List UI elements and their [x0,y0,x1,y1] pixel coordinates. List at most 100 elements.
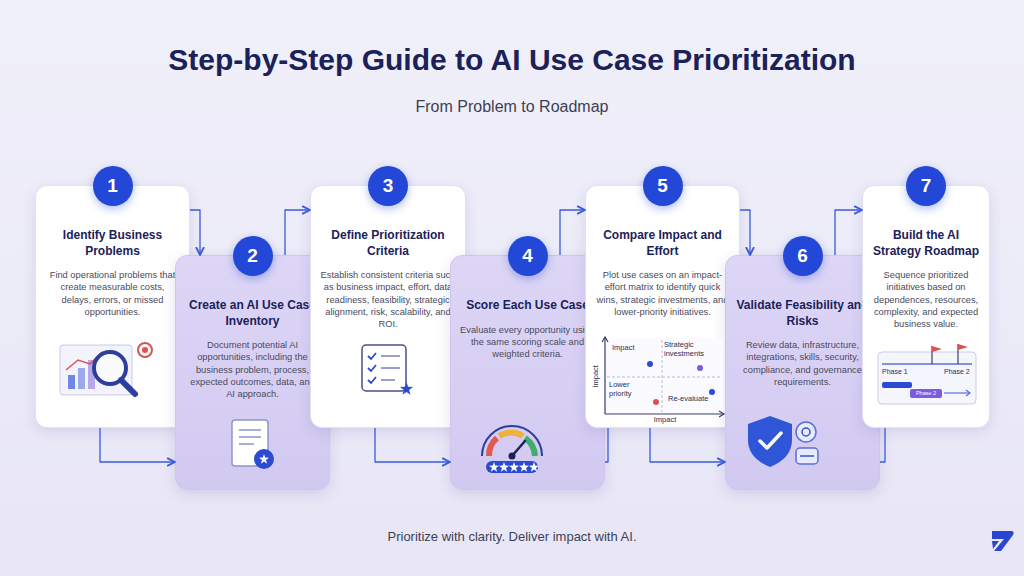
step-connector [375,428,450,462]
step-card: 2Create an AI Use Case InventoryDocument… [175,255,330,490]
impact-effort-matrix-part [604,338,605,414]
step-card: 3Define Prioritization CriteriaEstablish… [310,185,466,428]
diagram-caption: Prioritize with clarity. Deliver impact … [0,528,1024,546]
shield-icon-part [800,455,814,457]
gauge-icon-part [486,461,538,473]
impact-effort-matrix-part [647,361,653,367]
step-heading: Create an AI Use Case Inventory [185,298,320,329]
brand-logo [992,531,1014,551]
impact-effort-matrix [602,337,724,417]
step-card: 4Score Each Use CaseEvaluate every oppor… [450,255,605,490]
inventory-icon-part [239,436,261,438]
gauge-icon-part [499,433,523,436]
step-connector [285,210,310,255]
step-description: Sequence prioritized initiatives based o… [872,269,980,330]
impact-effort-matrix-part [662,340,663,412]
roadmap-icon-part [910,389,942,398]
checklist-icon-part [368,365,376,371]
checklist-icon-part [381,379,395,381]
gauge-icon-part [525,438,535,456]
diagram-title: Step-by-Step Guide to AI Use Case Priori… [0,42,1024,78]
step-number: 5 [643,166,683,206]
roadmap-icon-part [882,363,972,365]
inventory-icon-part [232,420,268,466]
step-connector [190,210,200,255]
step-connector [560,210,585,255]
step-number: 1 [93,166,133,206]
step-heading: Define Prioritization Criteria [320,228,456,259]
roadmap-icon-part [957,344,958,364]
step-connector [100,428,175,462]
step-description: Document potential AI opportunities, inc… [185,339,320,400]
step-number: 7 [906,166,946,206]
roadmap-icon-part [944,392,970,393]
gauge-icon-part [509,462,519,472]
shield-icon-part [802,428,810,436]
step-heading: Score Each Use Case [466,298,589,314]
impact-effort-matrix-part [719,411,724,417]
inventory-icon-part [259,454,269,464]
analysis-icon-part [68,375,75,389]
impact-effort-matrix-part [653,399,659,405]
gauge-icon-part [509,453,516,460]
step-description: Find operational problems that create me… [45,269,180,318]
checklist-icon-part [368,377,376,383]
checklist-icon-part [381,355,400,357]
roadmap-icon-part [966,390,970,396]
roadmap-icon-part [931,346,932,364]
inventory-icon-part [239,443,254,445]
step-heading: Validate Feasibility and Risks [735,298,870,329]
analysis-icon-part [88,360,95,389]
checklist-icon-part [381,367,400,369]
impact-effort-matrix-part [709,389,715,395]
analysis-icon-part [142,347,148,353]
gauge-icon-part [512,441,525,456]
step-connector [880,428,885,462]
roadmap-icon-part [932,346,942,352]
checklist-icon-part [368,353,376,359]
gauge-icon-part [482,426,542,456]
gauge-icon-part [499,462,509,472]
shield-icon-part [796,422,816,442]
inventory-icon-part [239,429,261,431]
step-number: 3 [368,166,408,206]
step-number: 4 [508,236,548,276]
analysis-icon-part [94,352,126,384]
step-description: Plot use cases on an impact-effort matri… [595,269,730,318]
impact-effort-matrix-part [697,365,703,371]
shield-icon-part [760,433,781,448]
gauge-icon-part [489,462,499,472]
step-card: 7Build the AI Strategy RoadmapSequence p… [862,185,990,428]
analysis-icon [60,343,152,395]
analysis-icon-part [66,352,102,370]
step-heading: Compare Impact and Effort [595,228,730,259]
checklist-icon-part [362,345,406,391]
step-heading: Identify Business Problems [45,228,180,259]
step-connector [835,210,862,255]
subtitle: From Problem to Roadmap [0,98,1024,116]
brand-logo-part [992,531,1014,551]
step-connector [650,428,725,462]
step-description: Review data, infrastructure, integration… [735,339,870,388]
impact-effort-matrix-part [603,338,723,414]
roadmap-icon-part [958,344,968,350]
inventory-icon-part [254,449,274,469]
gauge-icon-part [489,438,497,456]
gauge-icon [482,426,542,473]
shield-icon-part [796,448,818,464]
step-card: 6Validate Feasibility and RisksReview da… [725,255,880,490]
analysis-icon-part [78,368,85,389]
shield-icon [748,416,818,467]
step-card: 1Identify Business ProblemsFind operatio… [35,185,190,428]
analysis-icon-part [138,343,152,357]
inventory-icon [232,420,274,469]
step-connector [740,210,750,255]
roadmap-icon-part [882,382,912,388]
impact-effort-matrix-part [607,377,722,378]
step-heading: Build the AI Strategy Roadmap [872,228,980,259]
step-number: 6 [783,236,823,276]
analysis-icon-part [60,345,132,395]
step-description: Establish consistent criteria such as bu… [320,269,456,330]
